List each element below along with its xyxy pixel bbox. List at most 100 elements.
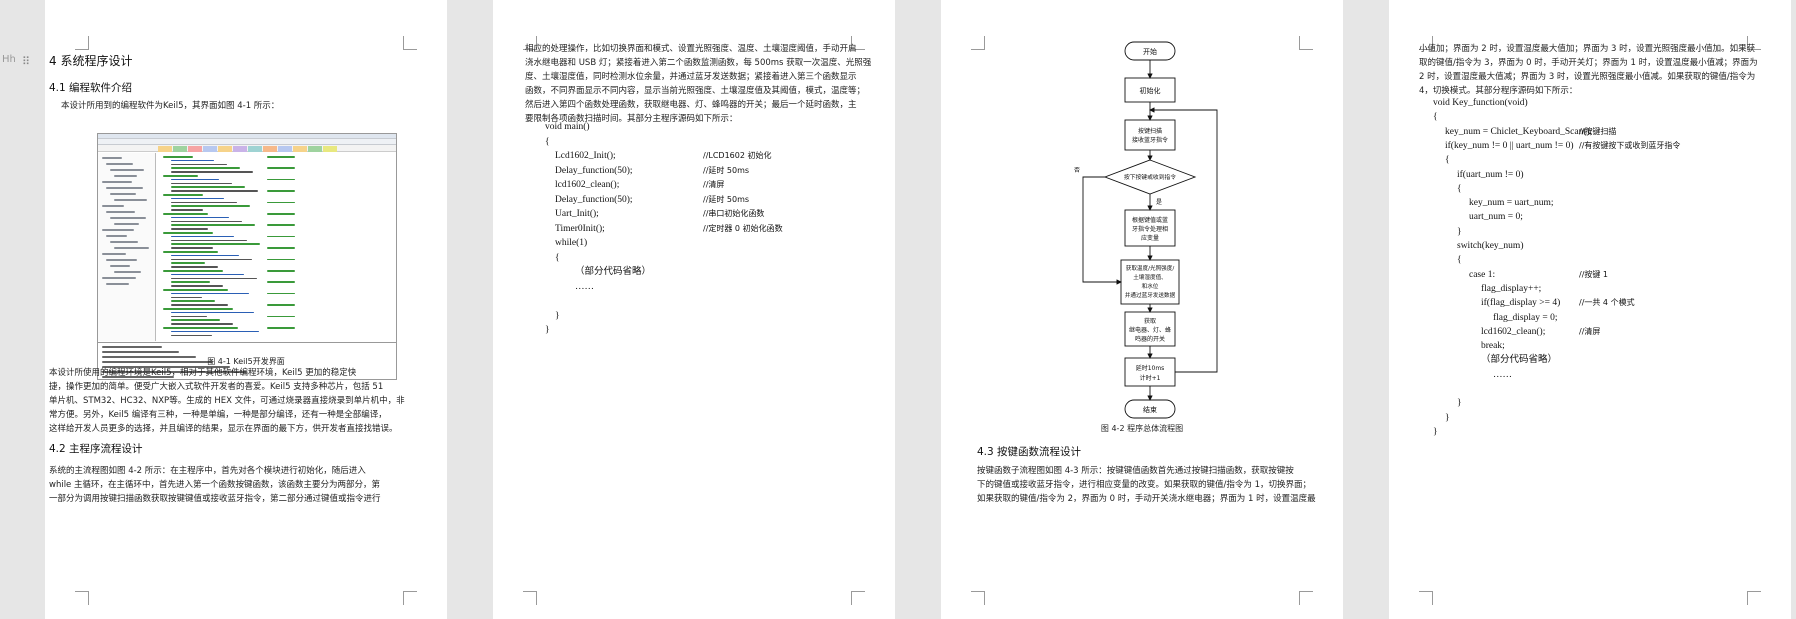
paragraph-line: 小值加；界面为 2 时，设置湿度最大值加；界面为 3 时，设置光照强度最小值加。… [1419, 44, 1756, 54]
margin-corner-mark [403, 591, 417, 605]
code-editor-line [163, 175, 198, 177]
margin-corner-mark [75, 591, 89, 605]
code-line: } [555, 310, 560, 321]
project-tree-item [106, 259, 137, 261]
build-output-line [102, 376, 174, 378]
code-editor-comment [267, 235, 295, 238]
build-output-line [102, 351, 179, 353]
code-line: { [555, 252, 560, 263]
code-editor-line [171, 319, 220, 321]
code-line: } [545, 325, 550, 335]
flow-control-label: 获取 [1144, 317, 1156, 325]
flow-delay-label: 延时10ms [1136, 364, 1165, 372]
margin-corner-mark [1747, 36, 1761, 50]
paragraph-line: 下的键值或接收蓝牙指令，进行相应变量的改变。如果获取的键值/指令为 1，切换界面… [977, 480, 1311, 490]
document-page-1: 4 系统程序设计 4.1 编程软件介绍 本设计所用到的编程软件为Keil5，其界… [45, 0, 447, 619]
flow-delay-label: 计时+1 [1140, 374, 1161, 382]
project-tree-item [106, 187, 143, 189]
paragraph-line: 一部分为调用按键扫描函数获取按键键值或接收蓝牙指令，第二部分通过键值或指令进行 [49, 494, 381, 504]
code-line: Uart_Init(); [555, 209, 599, 219]
flow-acquire-label: 土壤湿度值、 [1133, 273, 1167, 281]
paragraph-line: 这样给开发人员更多的选择，并且编译的结果，显示在界面的最下方，供开发者直接找错误… [49, 424, 398, 434]
code-editor-line [171, 315, 207, 318]
code-editor-line [171, 323, 233, 325]
ide-file-tab [203, 146, 217, 152]
code-editor-comment [267, 178, 295, 181]
code-line: key_num = uart_num; [1469, 198, 1554, 209]
code-comment: //按键扫描 [1579, 126, 1617, 136]
code-editor-line [163, 308, 233, 310]
code-editor-line [163, 194, 203, 196]
code-line: Lcd1602_Init(); [555, 151, 616, 161]
flow-scan-node [1124, 119, 1176, 151]
project-tree-item [114, 271, 141, 273]
code-editor-line [171, 285, 223, 287]
project-tree-item [114, 175, 137, 177]
paragraph-line: 取的键值/指令为 3，界面为 0 时，手动开关灯；界面为 1 时，设置温度最小值… [1419, 58, 1758, 68]
code-line: Delay_function(50); [555, 194, 633, 205]
flow-no-label: 否 [1074, 167, 1080, 174]
code-comment: //按键 1 [1579, 269, 1609, 279]
code-editor-line [171, 220, 242, 223]
code-line: void main() [545, 122, 590, 132]
project-tree-item [114, 199, 147, 201]
code-line: { [545, 136, 550, 147]
code-editor-line [171, 216, 229, 219]
code-editor-line [171, 277, 257, 280]
paragraph-line: 要限制各项函数扫描时间。其部分主程序源码如下所示： [525, 114, 738, 124]
code-editor-line [171, 228, 208, 230]
build-output-line [102, 371, 247, 373]
margin-corner-mark [523, 591, 537, 605]
flow-scan-label: 接收蓝牙指令 [1132, 136, 1168, 144]
code-editor-line [171, 330, 259, 333]
margin-corner-mark [851, 36, 865, 50]
code-line: { [1433, 112, 1438, 123]
heading-style-indicator[interactable]: Hh [2, 54, 16, 65]
code-editor-comment [267, 201, 295, 204]
code-comment: //延时 50ms [703, 165, 750, 175]
code-editor-comment [267, 224, 295, 226]
paragraph-line: 系统的主流程图如图 4-2 所示：在主程序中，首先对各个模块进行初始化，随后进入 [49, 466, 366, 476]
margin-corner-mark [1299, 36, 1313, 50]
code-editor-line [171, 224, 255, 226]
flow-acquire-label: 和水位 [1142, 282, 1159, 290]
drag-handle-icon[interactable]: ⠿ [22, 55, 31, 68]
code-line: flag_display++; [1481, 283, 1542, 294]
flow-yes-label: 是 [1156, 199, 1162, 206]
project-tree-item [106, 211, 135, 213]
section-title-4-2: 4.2 主程序流程设计 [49, 443, 143, 455]
code-editor-line [171, 243, 260, 245]
document-page-3: 开始 初始化 按键扫描 接收蓝牙指令 按下按键或收到指令 是 否 根据键值或蓝 … [941, 0, 1343, 619]
code-line: case 1: [1469, 269, 1496, 280]
project-tree-item [102, 205, 124, 207]
code-editor-line [163, 289, 228, 291]
code-comment: //串口初始化函数 [703, 209, 765, 218]
code-editor-line [171, 304, 228, 306]
paragraph-line: 按键函数子流程图如图 4-3 所示：按键键值函数首先通过按键扫描函数，获取按键按 [977, 466, 1294, 476]
code-line: { [1445, 155, 1450, 166]
code-editor-line [171, 209, 203, 211]
code-line: if(flag_display >= 4) [1481, 298, 1561, 309]
code-line: flag_display = 0; [1493, 312, 1558, 323]
flow-start-label: 开始 [1143, 47, 1157, 56]
project-tree-item [106, 163, 133, 165]
code-editor-line [171, 247, 213, 249]
code-editor-line [163, 327, 238, 329]
project-tree-item [102, 253, 126, 255]
margin-corner-mark [1419, 36, 1433, 50]
code-line: while(1) [555, 238, 588, 248]
code-line: if(uart_num != 0) [1457, 169, 1524, 180]
code-editor-comment [267, 292, 295, 295]
flow-control-label: 继电器、灯、蜂 [1129, 326, 1171, 334]
code-line: { [1457, 255, 1462, 266]
code-comment: //定时器 0 初始化函数 [703, 223, 783, 233]
code-editor-line [163, 270, 223, 272]
document-page-4: 小值加；界面为 2 时，设置湿度最大值加；界面为 3 时，设置光照强度最小值加。… [1389, 0, 1791, 619]
project-tree-item [102, 157, 122, 159]
code-editor-comment [267, 281, 295, 283]
paragraph-line: while 主循环，在主循环中，首先进入第一个函数按键函数，该函数主要分为两部分… [49, 480, 380, 490]
paragraph-line: 捷，操作更加的简单。便受广大嵌入式软件开发者的喜爱。Keil5 支持多种芯片，包… [49, 382, 384, 392]
code-line: （部分代码省略） [1481, 355, 1558, 366]
code-line: } [1433, 426, 1438, 437]
flow-handle-label: 牙指令处理相 [1132, 225, 1168, 233]
